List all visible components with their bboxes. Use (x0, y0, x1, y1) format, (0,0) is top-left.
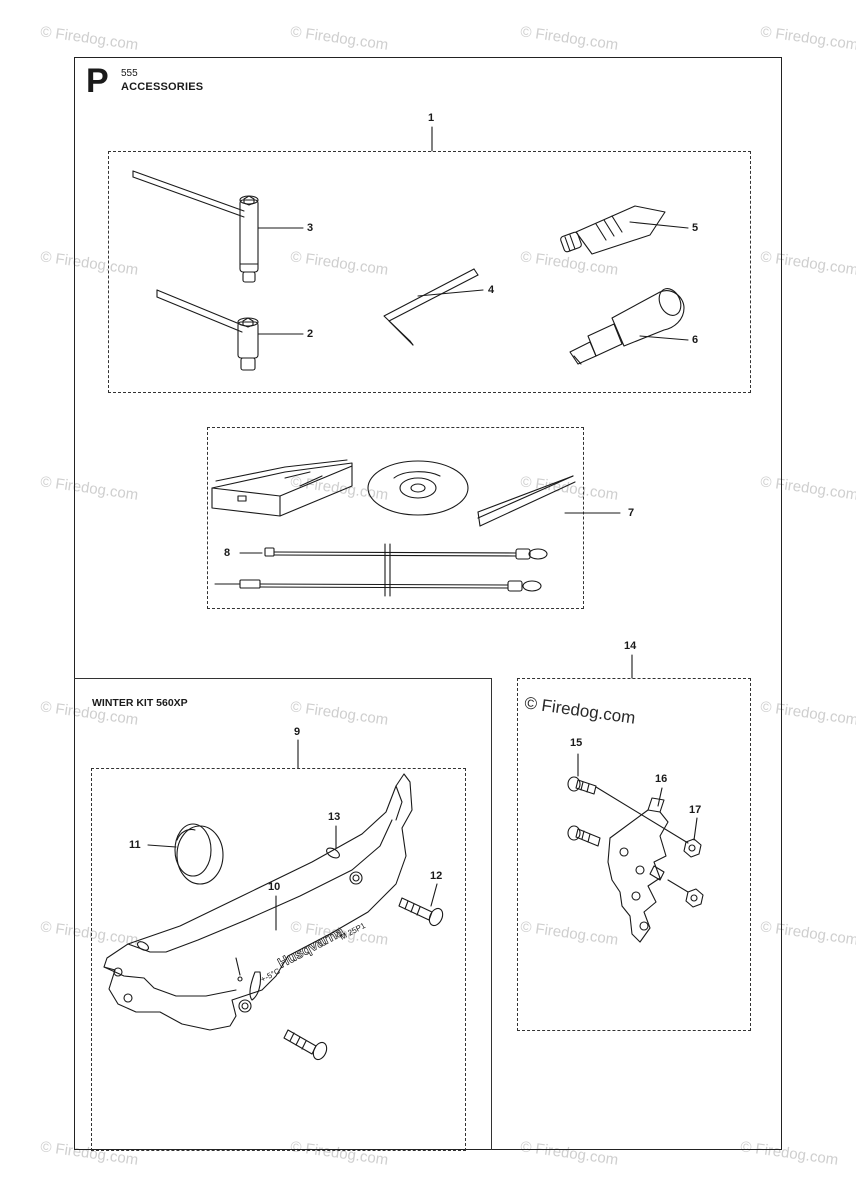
model-number: 555 (121, 68, 138, 79)
part-12-screws (284, 898, 445, 1062)
part-7-service-kit (212, 460, 575, 526)
page-frame (74, 57, 782, 1150)
callout-11: 11 (129, 839, 141, 851)
callout-2: 2 (307, 328, 314, 340)
part-17-nuts (668, 839, 703, 907)
callout-16: 16 (655, 773, 668, 785)
plate-text: M 25P1 (338, 921, 367, 942)
callout-12: 12 (430, 870, 443, 882)
brand-text: Husqvarna (275, 923, 347, 971)
part-15-bolts (568, 777, 688, 846)
callout-8: 8 (224, 547, 231, 559)
part-13-washers (136, 846, 341, 952)
part-11-plug (175, 824, 223, 884)
part-3-t-wrench (133, 171, 258, 282)
callout-3: 3 (307, 222, 314, 234)
callout-17: 17 (689, 804, 702, 816)
chain-catcher-box (517, 678, 751, 1031)
accessory-kit-box (108, 151, 751, 393)
callout-6: 6 (692, 334, 699, 346)
part-16-chain-catcher (608, 798, 668, 942)
service-kit-box (207, 427, 584, 609)
part-8-cables (215, 544, 547, 596)
callout-14: 14 (624, 640, 637, 652)
callout-15: 15 (570, 737, 583, 749)
winter-kit-divider (74, 678, 492, 679)
callout-4: 4 (488, 284, 495, 296)
callout-10: 10 (268, 881, 281, 893)
leader-lines (148, 127, 697, 930)
callout-13: 13 (328, 811, 341, 823)
callout-5: 5 (692, 222, 699, 234)
winter-kit-box (91, 768, 466, 1151)
callout-7: 7 (628, 507, 635, 519)
callout-9: 9 (294, 726, 301, 738)
winter-kit-title: WINTER KIT 560XP (92, 697, 188, 709)
part-10-winter-cover: Husqvarna +-5°C M 25P1 (104, 774, 412, 1030)
part-2-combination-spanner (157, 290, 258, 370)
part-5-grease-tube (560, 206, 665, 254)
section-letter: P (86, 62, 109, 100)
winter-kit-divider-vertical (491, 678, 492, 1150)
part-4-hex-key (384, 269, 478, 345)
section-title: ACCESSORIES (121, 81, 204, 93)
part-6-piston-stop (570, 285, 685, 364)
callout-1: 1 (428, 112, 435, 124)
